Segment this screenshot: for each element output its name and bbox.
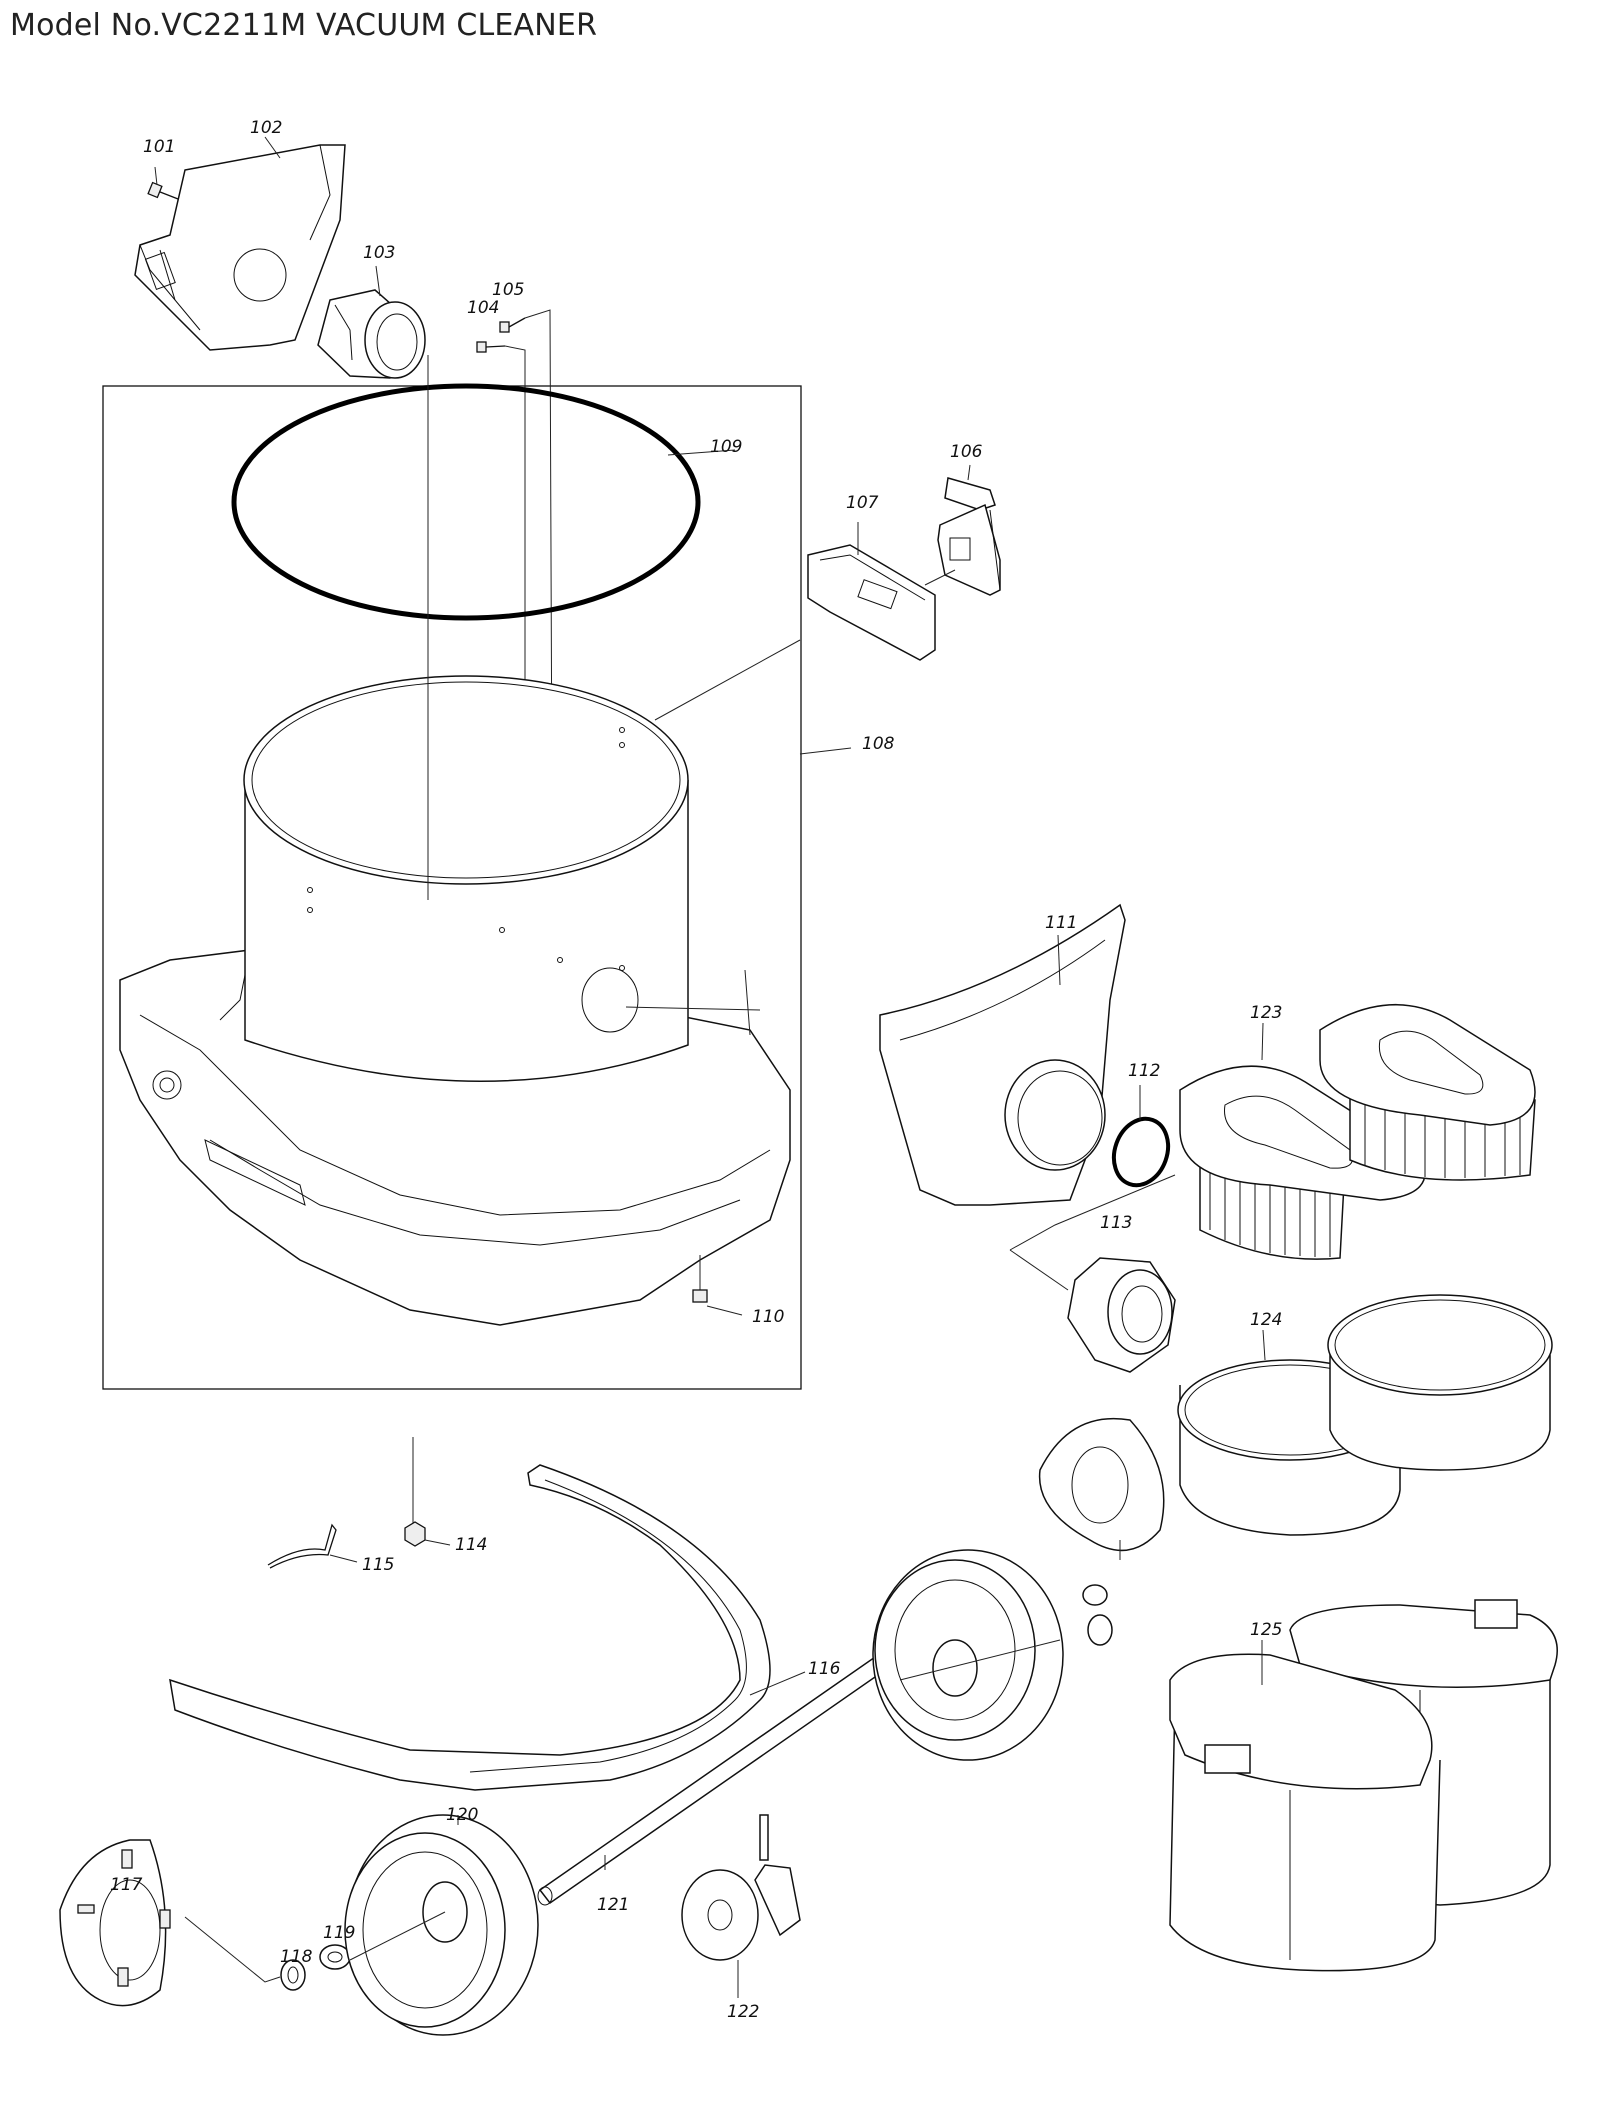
label-112: 112 (1128, 1061, 1160, 1081)
part-115-spring-wire (267, 1523, 358, 1569)
part-117-hub-cap (59, 1839, 281, 2007)
label-121: 121 (597, 1895, 629, 1915)
part-109-gasket (231, 383, 701, 621)
part-114-nut (404, 1437, 451, 1547)
label-109: 109 (710, 437, 742, 457)
part-123-filter-left (1179, 1065, 1426, 1260)
lead-109 (667, 449, 736, 456)
label-114: 114 (455, 1535, 487, 1555)
lead-123 (1261, 1022, 1264, 1061)
part-118-clip (280, 1959, 306, 1991)
label-105: 105 (492, 280, 524, 300)
label-113: 113 (1100, 1213, 1132, 1233)
diagram-title: Model No.VC2211M VACUUM CLEANER (10, 8, 598, 43)
part-front-wheel (872, 1549, 1064, 1761)
part-108-tank (119, 355, 791, 1326)
label-124: 124 (1250, 1310, 1282, 1330)
part-107-latch-holder (654, 544, 956, 721)
label-122: 122 (727, 2002, 759, 2022)
label-101: 101 (143, 137, 175, 157)
lead-101 (154, 166, 158, 186)
label-104: 104 (467, 298, 499, 318)
lead-108 (799, 747, 852, 755)
label-107: 107 (846, 493, 879, 513)
part-102-bracket (134, 144, 346, 351)
label-111: 111 (1045, 913, 1077, 933)
part-110-screw (692, 1255, 743, 1316)
label-120: 120 (446, 1805, 478, 1825)
label-110: 110 (752, 1307, 784, 1327)
label-106: 106 (950, 442, 983, 462)
part-111-front-cover (879, 903, 1126, 1206)
part-112-o-ring (1111, 1116, 1171, 1188)
part-124-filter-sleeve-right (1327, 1294, 1553, 1471)
label-118: 118 (280, 1947, 313, 1967)
lead-102 (264, 136, 281, 159)
label-125: 125 (1250, 1620, 1282, 1640)
part-120-wheel (344, 1814, 539, 2036)
part-front-hub-cap (1038, 1417, 1165, 1646)
label-108: 108 (862, 734, 895, 754)
lead-111 (1057, 934, 1061, 986)
label-123: 123 (1250, 1003, 1282, 1023)
lead-106 (967, 464, 971, 481)
part-103-hose-inlet (317, 289, 426, 379)
label-117: 117 (110, 1875, 143, 1895)
part-119-washer (319, 1944, 351, 1970)
label-116: 116 (808, 1659, 841, 1679)
lead-103 (375, 265, 381, 297)
part-116-bumper (169, 1464, 806, 1791)
lead-124 (1262, 1329, 1266, 1361)
part-106-latch (937, 477, 1001, 596)
label-119: 119 (323, 1923, 355, 1943)
label-102: 102 (250, 118, 282, 138)
part-125-basket-left (1169, 1653, 1441, 1972)
part-113-connector (1009, 1174, 1176, 1373)
label-103: 103 (363, 243, 395, 263)
part-123-filter-right (1319, 1003, 1536, 1181)
part-122-caster (681, 1814, 801, 1998)
label-115: 115 (362, 1555, 394, 1575)
